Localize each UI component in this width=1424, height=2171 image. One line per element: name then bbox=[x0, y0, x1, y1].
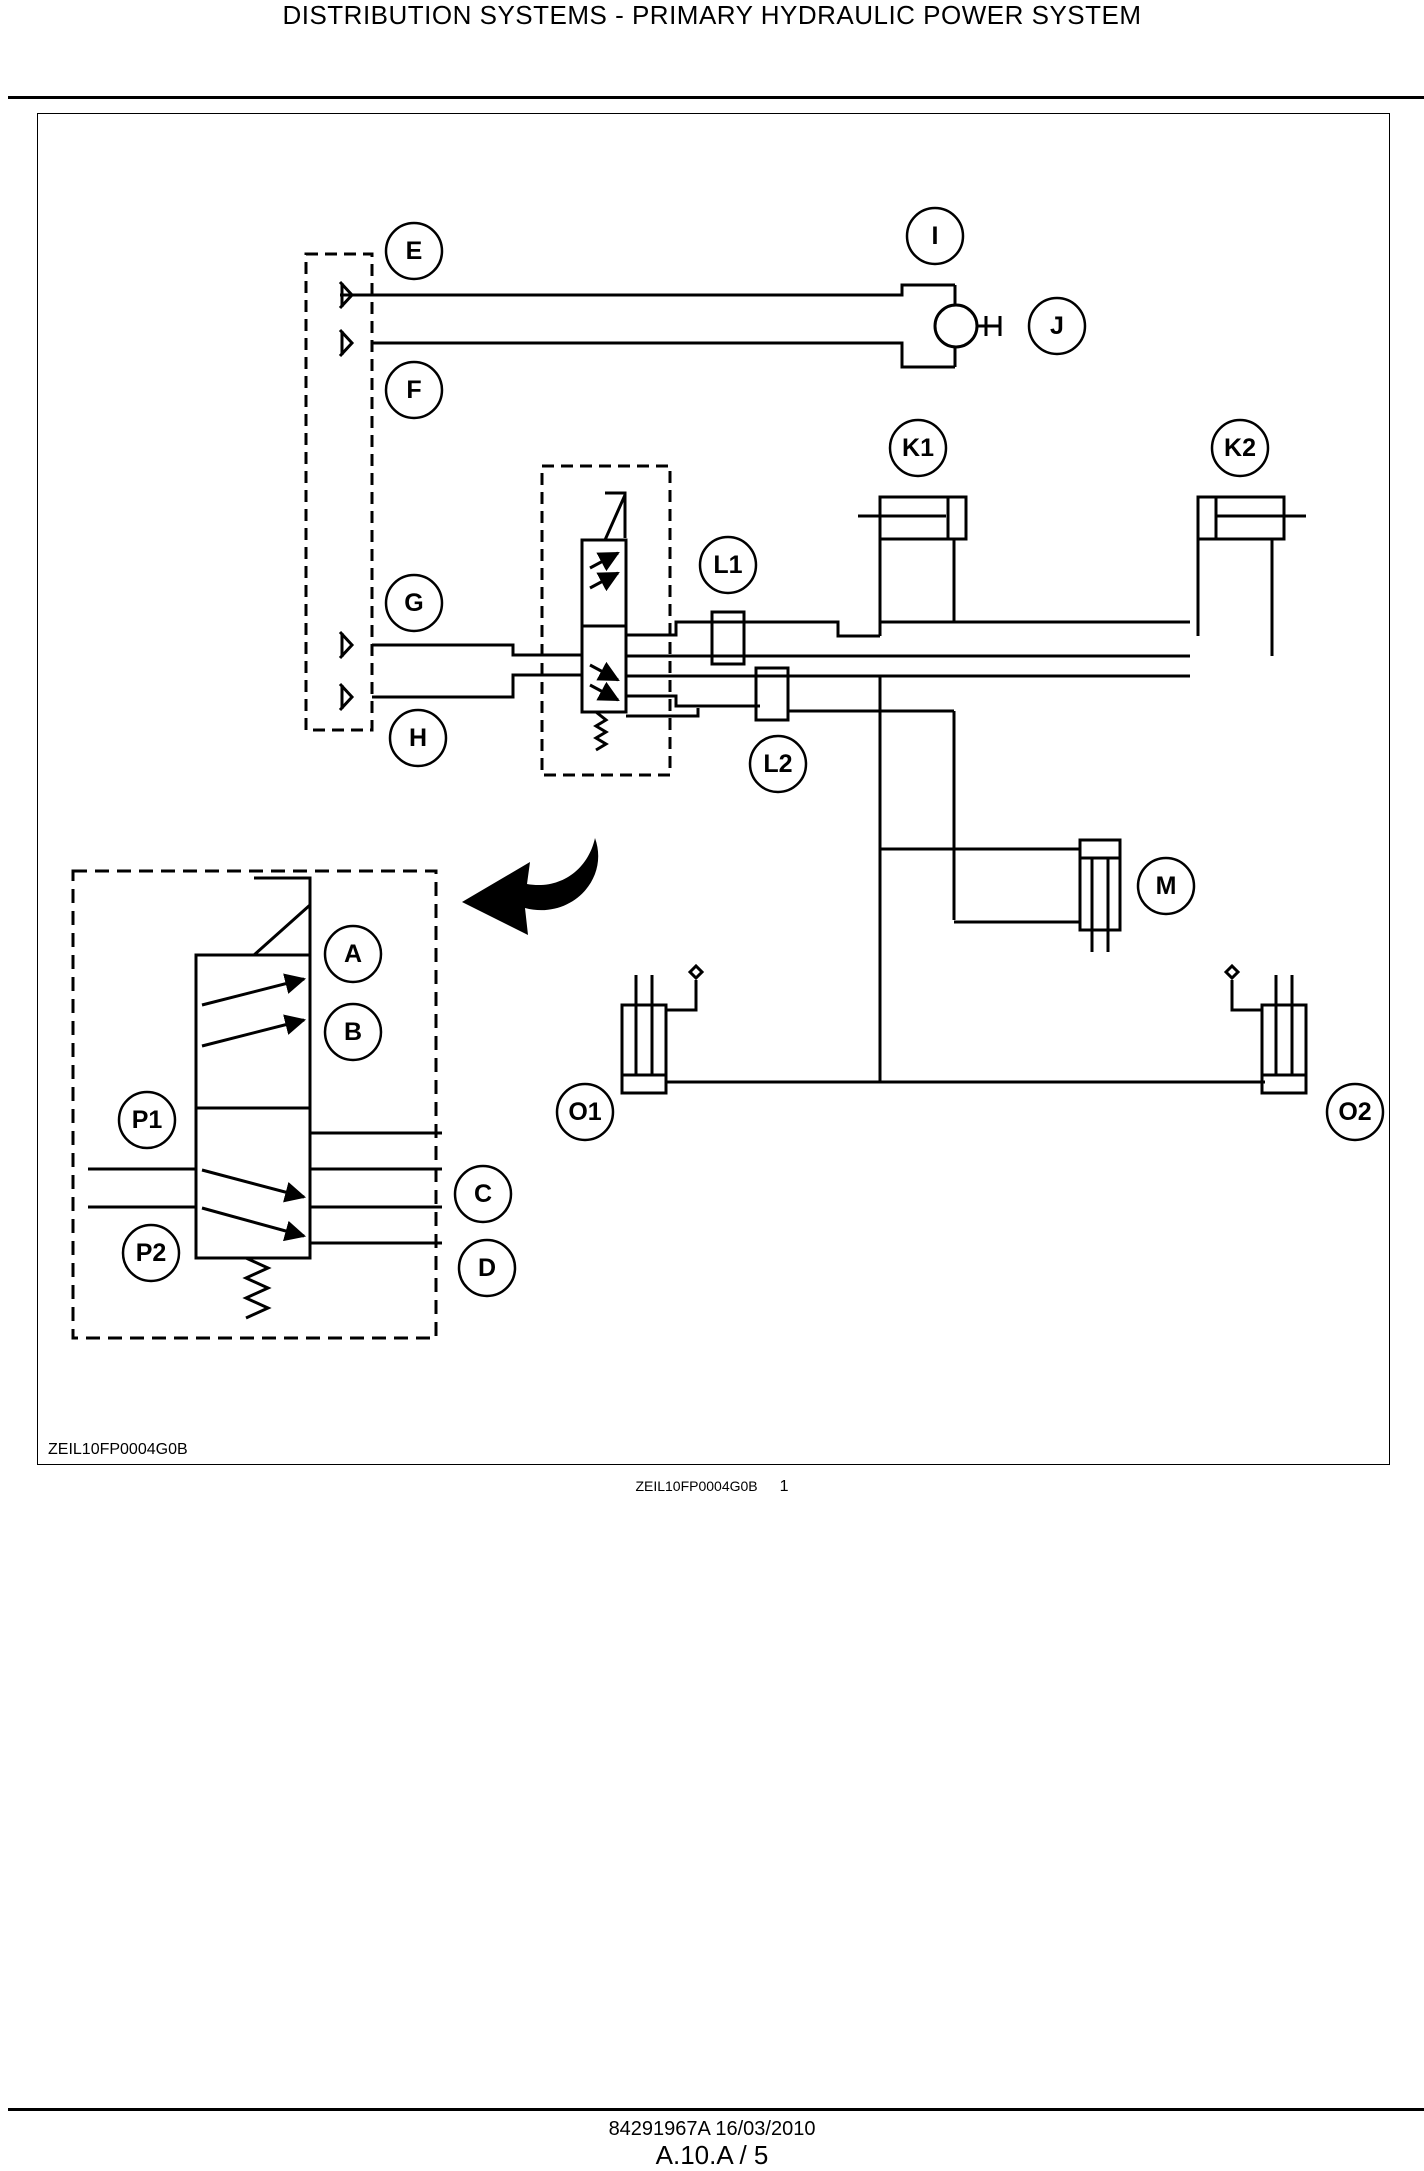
quick-coupler-icon bbox=[338, 280, 372, 712]
cylinder-o1-icon bbox=[620, 1003, 668, 1095]
callout-o1: O1 bbox=[568, 1098, 601, 1126]
callout-h: H bbox=[409, 724, 427, 752]
cylinder-o2-icon bbox=[1260, 1003, 1308, 1095]
callout-m: M bbox=[1156, 872, 1177, 900]
callout-e: E bbox=[406, 237, 423, 265]
callout-c: C bbox=[474, 1180, 492, 1208]
callout-p1: P1 bbox=[132, 1106, 163, 1134]
page-header-title: DISTRIBUTION SYSTEMS - PRIMARY HYDRAULIC… bbox=[282, 0, 1142, 30]
curved-arrow-icon bbox=[462, 838, 599, 935]
caption-number: 1 bbox=[779, 1478, 789, 1495]
callout-f: F bbox=[406, 376, 421, 404]
callout-p2: P2 bbox=[136, 1239, 167, 1267]
cylinder-k1-icon bbox=[878, 495, 968, 541]
callout-i: I bbox=[932, 222, 939, 250]
control-valve-block bbox=[540, 464, 672, 777]
footer-doc-ref: 84291967A 16/03/2010 bbox=[608, 2118, 816, 2140]
figure-frame bbox=[37, 113, 1390, 1465]
callout-d: D bbox=[478, 1254, 496, 1282]
callout-b: B bbox=[344, 1018, 362, 1046]
hydraulic-motor-icon bbox=[933, 303, 979, 349]
callout-k2: K2 bbox=[1224, 434, 1256, 462]
callout-k1: K1 bbox=[902, 434, 934, 462]
footer-rule bbox=[8, 2108, 1424, 2111]
caption-code: ZEIL10FP0004G0B bbox=[635, 1478, 758, 1494]
lock-valve-l1-icon bbox=[710, 610, 746, 666]
callout-g: G bbox=[404, 589, 423, 617]
hydraulic-schematic: E F G H I J K1 K2 L1 L2 M O1 O2 A B C D … bbox=[71, 206, 1385, 1340]
header-rule bbox=[8, 96, 1424, 99]
callout-o2: O2 bbox=[1338, 1098, 1371, 1126]
callout-a: A bbox=[344, 940, 362, 968]
footer-page-number: A.10.A / 5 bbox=[655, 2140, 769, 2170]
coupler-block bbox=[304, 252, 374, 732]
lock-valve-l2-icon bbox=[754, 666, 790, 722]
figure-caption: ZEIL10FP0004G0B 1 bbox=[0, 1478, 1424, 1496]
callout-l2: L2 bbox=[763, 750, 792, 778]
callout-j: J bbox=[1050, 312, 1064, 340]
figure-code: ZEIL10FP0004G0B bbox=[48, 1441, 188, 1458]
callout-l1: L1 bbox=[713, 551, 742, 579]
valve-detail-inset bbox=[71, 869, 438, 1340]
cylinder-m-icon bbox=[1078, 838, 1122, 932]
cylinder-k2-icon bbox=[1196, 495, 1286, 541]
